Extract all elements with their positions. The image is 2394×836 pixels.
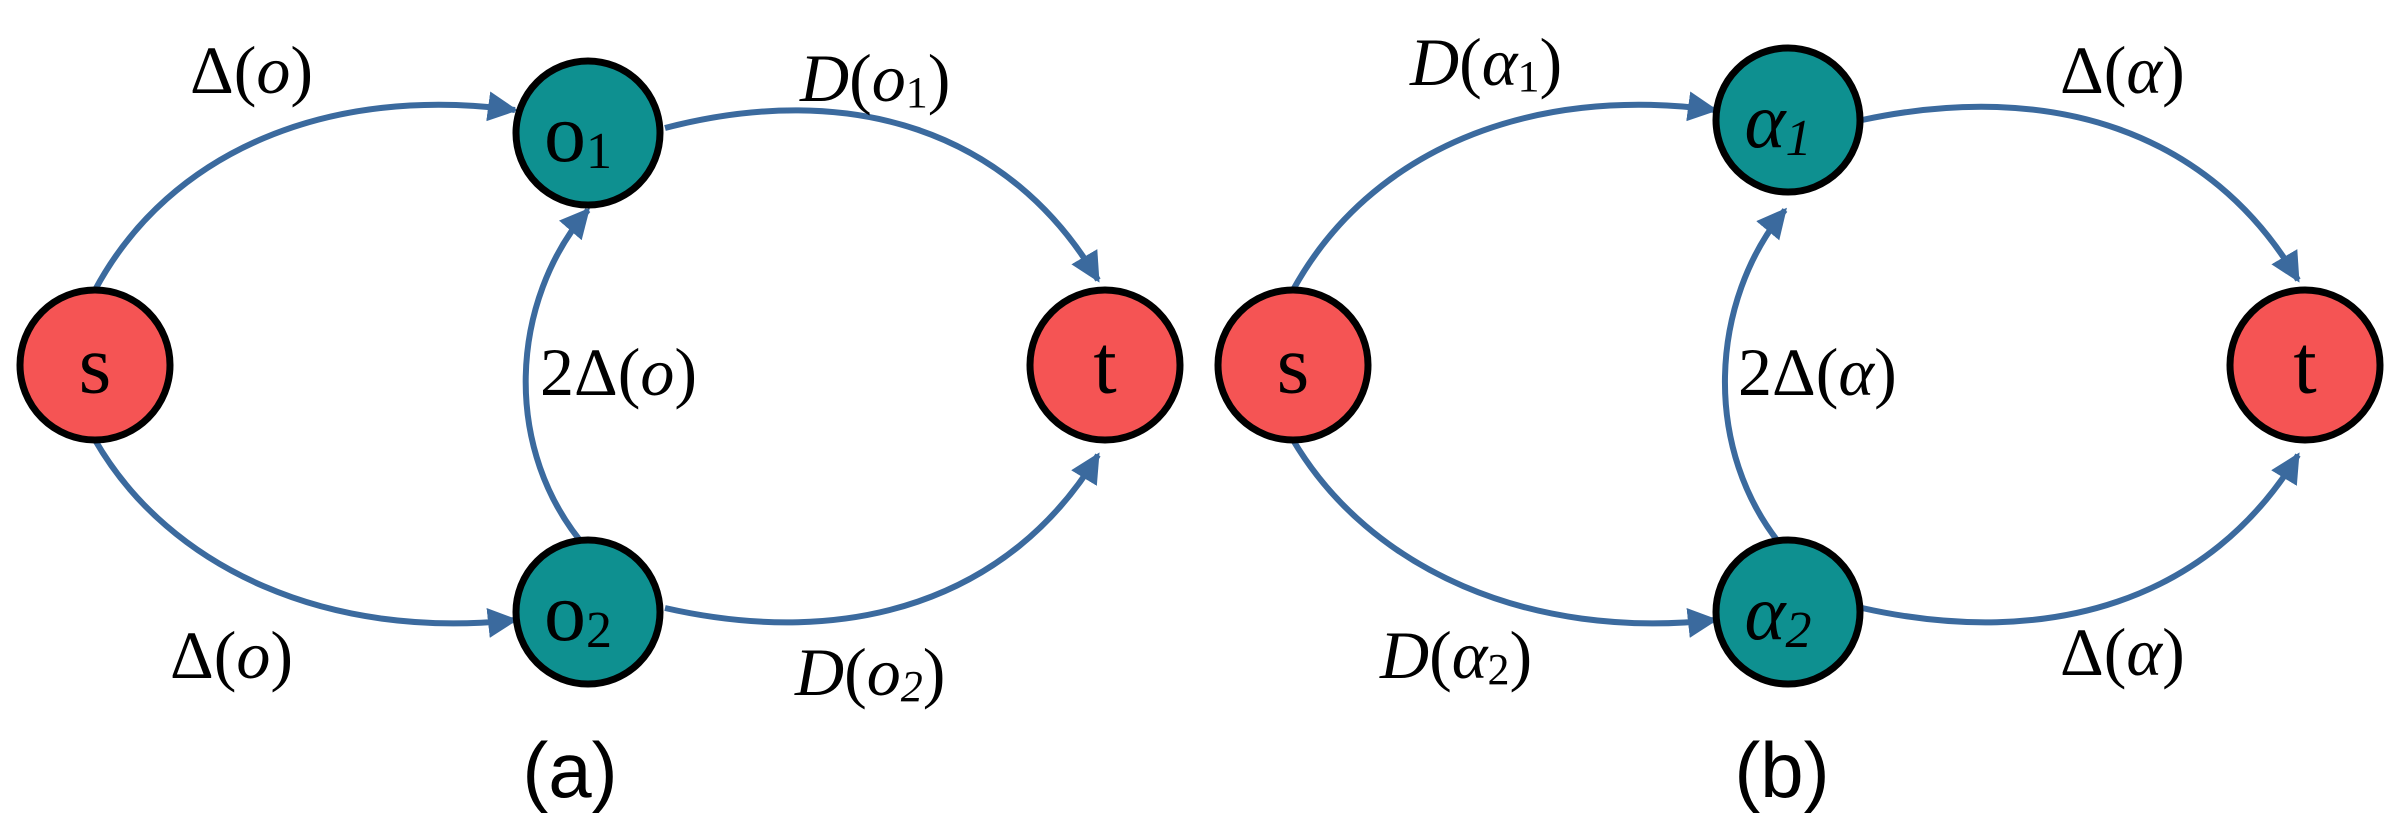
edge-o1-to-t (664, 107, 1101, 283)
node-o2: o2 (512, 536, 664, 688)
svg-text:t: t (1093, 319, 1116, 412)
edge-o2-to-t (664, 452, 1101, 626)
label-s-alpha1: D(α1) (1409, 24, 1562, 101)
node-o2-base: o (544, 566, 586, 659)
label-alpha2-t: Δ(α) (2060, 614, 2185, 690)
svg-text:t: t (2293, 319, 2316, 412)
node-alpha1: α1 (1712, 44, 1864, 196)
node-alpha1-sub: 1 (1785, 110, 1811, 167)
label-s-o2: Δ(o) (170, 617, 293, 693)
edge-s-to-alpha2 (1290, 438, 1718, 638)
node-o2-sub: 2 (586, 602, 612, 659)
node-t: t (1026, 286, 1184, 444)
edge-o2-to-o1 (522, 207, 591, 552)
svg-text:α1: α1 (1745, 77, 1812, 167)
svg-text:o1: o1 (544, 87, 612, 180)
node-o1-base: o (544, 87, 586, 180)
svg-text:o2: o2 (544, 566, 612, 659)
label-s-alpha2: D(α2) (1379, 617, 1532, 694)
node-o1: o1 (512, 57, 664, 209)
edge-alpha2-to-alpha1 (1722, 207, 1788, 552)
edge-alpha1-to-t (1861, 103, 2301, 283)
edge-s-to-o2 (92, 438, 518, 638)
edge-s-to-o1 (92, 91, 518, 292)
node-alpha2-sub: 2 (1785, 602, 1811, 659)
panel-a: s o1 o2 t Δ(o) Δ(o) 2Δ(o) D(o1) D(o2) (a… (16, 32, 1184, 814)
label-o1-t: D(o1) (799, 40, 950, 117)
panel-b-label: (b) (1734, 726, 1829, 814)
node-alpha2: α2 (1712, 536, 1864, 688)
label-alpha1-t: Δ(α) (2060, 32, 2185, 108)
node-o1-sub: 1 (586, 123, 612, 180)
label-alpha2-alpha1: 2Δ(α) (1738, 334, 1897, 410)
edge-s-to-alpha1 (1290, 91, 1718, 292)
svg-text:s: s (79, 319, 112, 412)
svg-text:α2: α2 (1745, 569, 1812, 659)
panel-a-label: (a) (522, 726, 617, 814)
panel-b: s α1 α2 t D(α1) D(α2) 2Δ(α) Δ(α) Δ(α) (b… (1214, 24, 2384, 814)
node-t: t (2226, 286, 2384, 444)
label-o2-t: D(o2) (794, 634, 945, 711)
node-alpha2-base: α (1745, 569, 1788, 656)
svg-text:s: s (1277, 319, 1310, 412)
edge-alpha2-to-t (1861, 452, 2301, 626)
label-o2-o1: 2Δ(o) (540, 334, 697, 410)
node-alpha1-base: α (1745, 77, 1788, 164)
node-s: s (16, 286, 174, 444)
label-s-o1: Δ(o) (190, 32, 313, 108)
node-s: s (1214, 286, 1372, 444)
